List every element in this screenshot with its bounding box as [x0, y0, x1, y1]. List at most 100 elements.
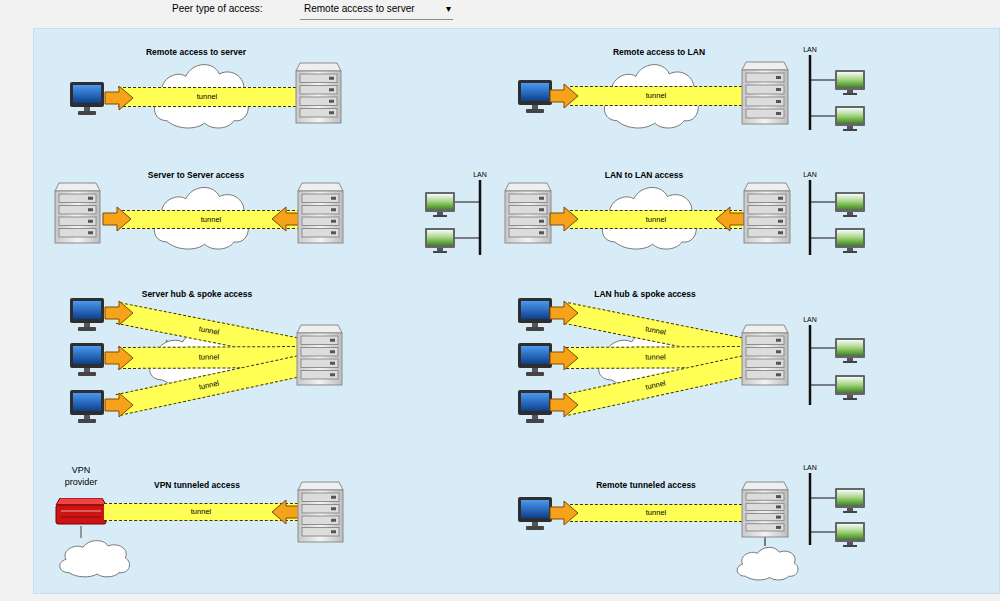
- lan-monitor-icon: [835, 106, 865, 131]
- tunnel-label: tunnel: [570, 505, 742, 521]
- server-led: [776, 373, 781, 376]
- lan-monitor-frame: [835, 488, 865, 508]
- server-icon: [742, 325, 788, 385]
- cloud-shape: [60, 541, 130, 577]
- server-bay: [300, 109, 337, 118]
- lan-wire: [810, 498, 835, 499]
- server-bay: [59, 217, 96, 226]
- server-bay: [746, 514, 784, 521]
- lan-monitor-base: [433, 251, 447, 253]
- server-led: [776, 76, 781, 79]
- computer-icon: [518, 80, 552, 113]
- lan-label: LAN: [710, 44, 910, 56]
- server-top: [298, 482, 343, 490]
- vpn-device-slot: [61, 511, 101, 512]
- monitor-frame: [518, 80, 552, 105]
- lan-monitor-icon: [425, 192, 455, 217]
- server-bay: [301, 359, 338, 368]
- server-bay: [746, 524, 784, 531]
- vpn-device-slot: [61, 517, 101, 518]
- lan-monitor-frame: [425, 192, 455, 212]
- server-led: [776, 350, 781, 353]
- lan-monitor-screen: [427, 230, 453, 245]
- lan-monitor-neck: [847, 212, 853, 215]
- monitor-frame: [518, 497, 552, 522]
- server-led: [539, 220, 544, 223]
- monitor-neck: [532, 323, 538, 327]
- server-led: [329, 100, 334, 103]
- server-body: [742, 70, 788, 124]
- monitor-screen: [73, 346, 101, 364]
- server-bay: [301, 336, 338, 345]
- block-arrow: [103, 207, 131, 231]
- block-arrow: [550, 207, 578, 231]
- monitor-base: [78, 419, 96, 423]
- block-arrow: [550, 393, 578, 417]
- monitor-frame: [70, 298, 104, 323]
- server-body: [297, 333, 342, 385]
- server-top: [296, 63, 341, 71]
- server-top: [742, 325, 788, 333]
- lan-monitor-base: [843, 93, 857, 95]
- field-label: Peer type of access:: [172, 3, 263, 15]
- block-arrow: [105, 301, 133, 325]
- server-led: [330, 339, 335, 342]
- vpn-provider-device: VPN provider: [55, 464, 107, 526]
- cloud-outline: [55, 538, 133, 578]
- tunnel-band: tunnel: [104, 503, 298, 521]
- server-top: [744, 183, 790, 191]
- server-led: [539, 231, 544, 234]
- monitor-neck: [84, 368, 90, 372]
- panel-title: Server to Server access: [96, 169, 296, 181]
- block-arrow: [550, 346, 578, 370]
- server-led: [539, 208, 544, 211]
- server-led: [778, 231, 783, 234]
- server-top: [55, 183, 100, 191]
- server-bay: [509, 217, 547, 226]
- server-icon: [298, 482, 343, 542]
- server-icon: [744, 183, 790, 243]
- lan-monitor-frame: [835, 70, 865, 90]
- server-led: [329, 88, 334, 91]
- dropdown-caret: ▾: [446, 3, 451, 15]
- server-bay: [748, 206, 786, 215]
- server-led: [331, 519, 336, 522]
- cloud-outline: [733, 545, 801, 581]
- lan-monitor-icon: [835, 192, 865, 217]
- server-bay: [302, 229, 339, 238]
- tunnel-label: tunnel: [118, 88, 296, 106]
- server-bay: [302, 217, 339, 226]
- cloud-shape: [737, 547, 798, 580]
- server-bay: [59, 229, 96, 238]
- server-icon: [742, 482, 788, 537]
- server-top: [742, 482, 788, 490]
- server-led: [539, 197, 544, 200]
- lan-monitor-base: [843, 251, 857, 253]
- monitor-screen: [73, 85, 101, 103]
- lan-monitor-screen: [837, 490, 863, 505]
- block-arrow: [550, 301, 578, 325]
- block-arrow: [272, 500, 300, 524]
- server-bay: [300, 86, 337, 95]
- lan-monitor-screen: [837, 72, 863, 87]
- server-body: [298, 191, 343, 243]
- computer-icon: [518, 390, 552, 423]
- lan-bus: [809, 55, 812, 130]
- server-led: [778, 197, 783, 200]
- server-led: [331, 197, 336, 200]
- monitor-base: [526, 372, 544, 376]
- server-bay: [301, 348, 338, 357]
- server-bay: [59, 194, 96, 203]
- server-led: [778, 208, 783, 211]
- lan-bus: [809, 180, 812, 255]
- server-led: [88, 220, 93, 223]
- tunnel-band: tunnel: [570, 504, 742, 522]
- lan-monitor-neck: [847, 542, 853, 545]
- panel-title: VPN tunneled access: [97, 479, 297, 491]
- block-arrow: [550, 84, 578, 108]
- server-bay: [746, 503, 784, 510]
- server-body: [744, 191, 790, 243]
- lan-monitor-base: [843, 545, 857, 547]
- lan-monitor-screen: [837, 230, 863, 245]
- lan-monitor-icon: [835, 228, 865, 253]
